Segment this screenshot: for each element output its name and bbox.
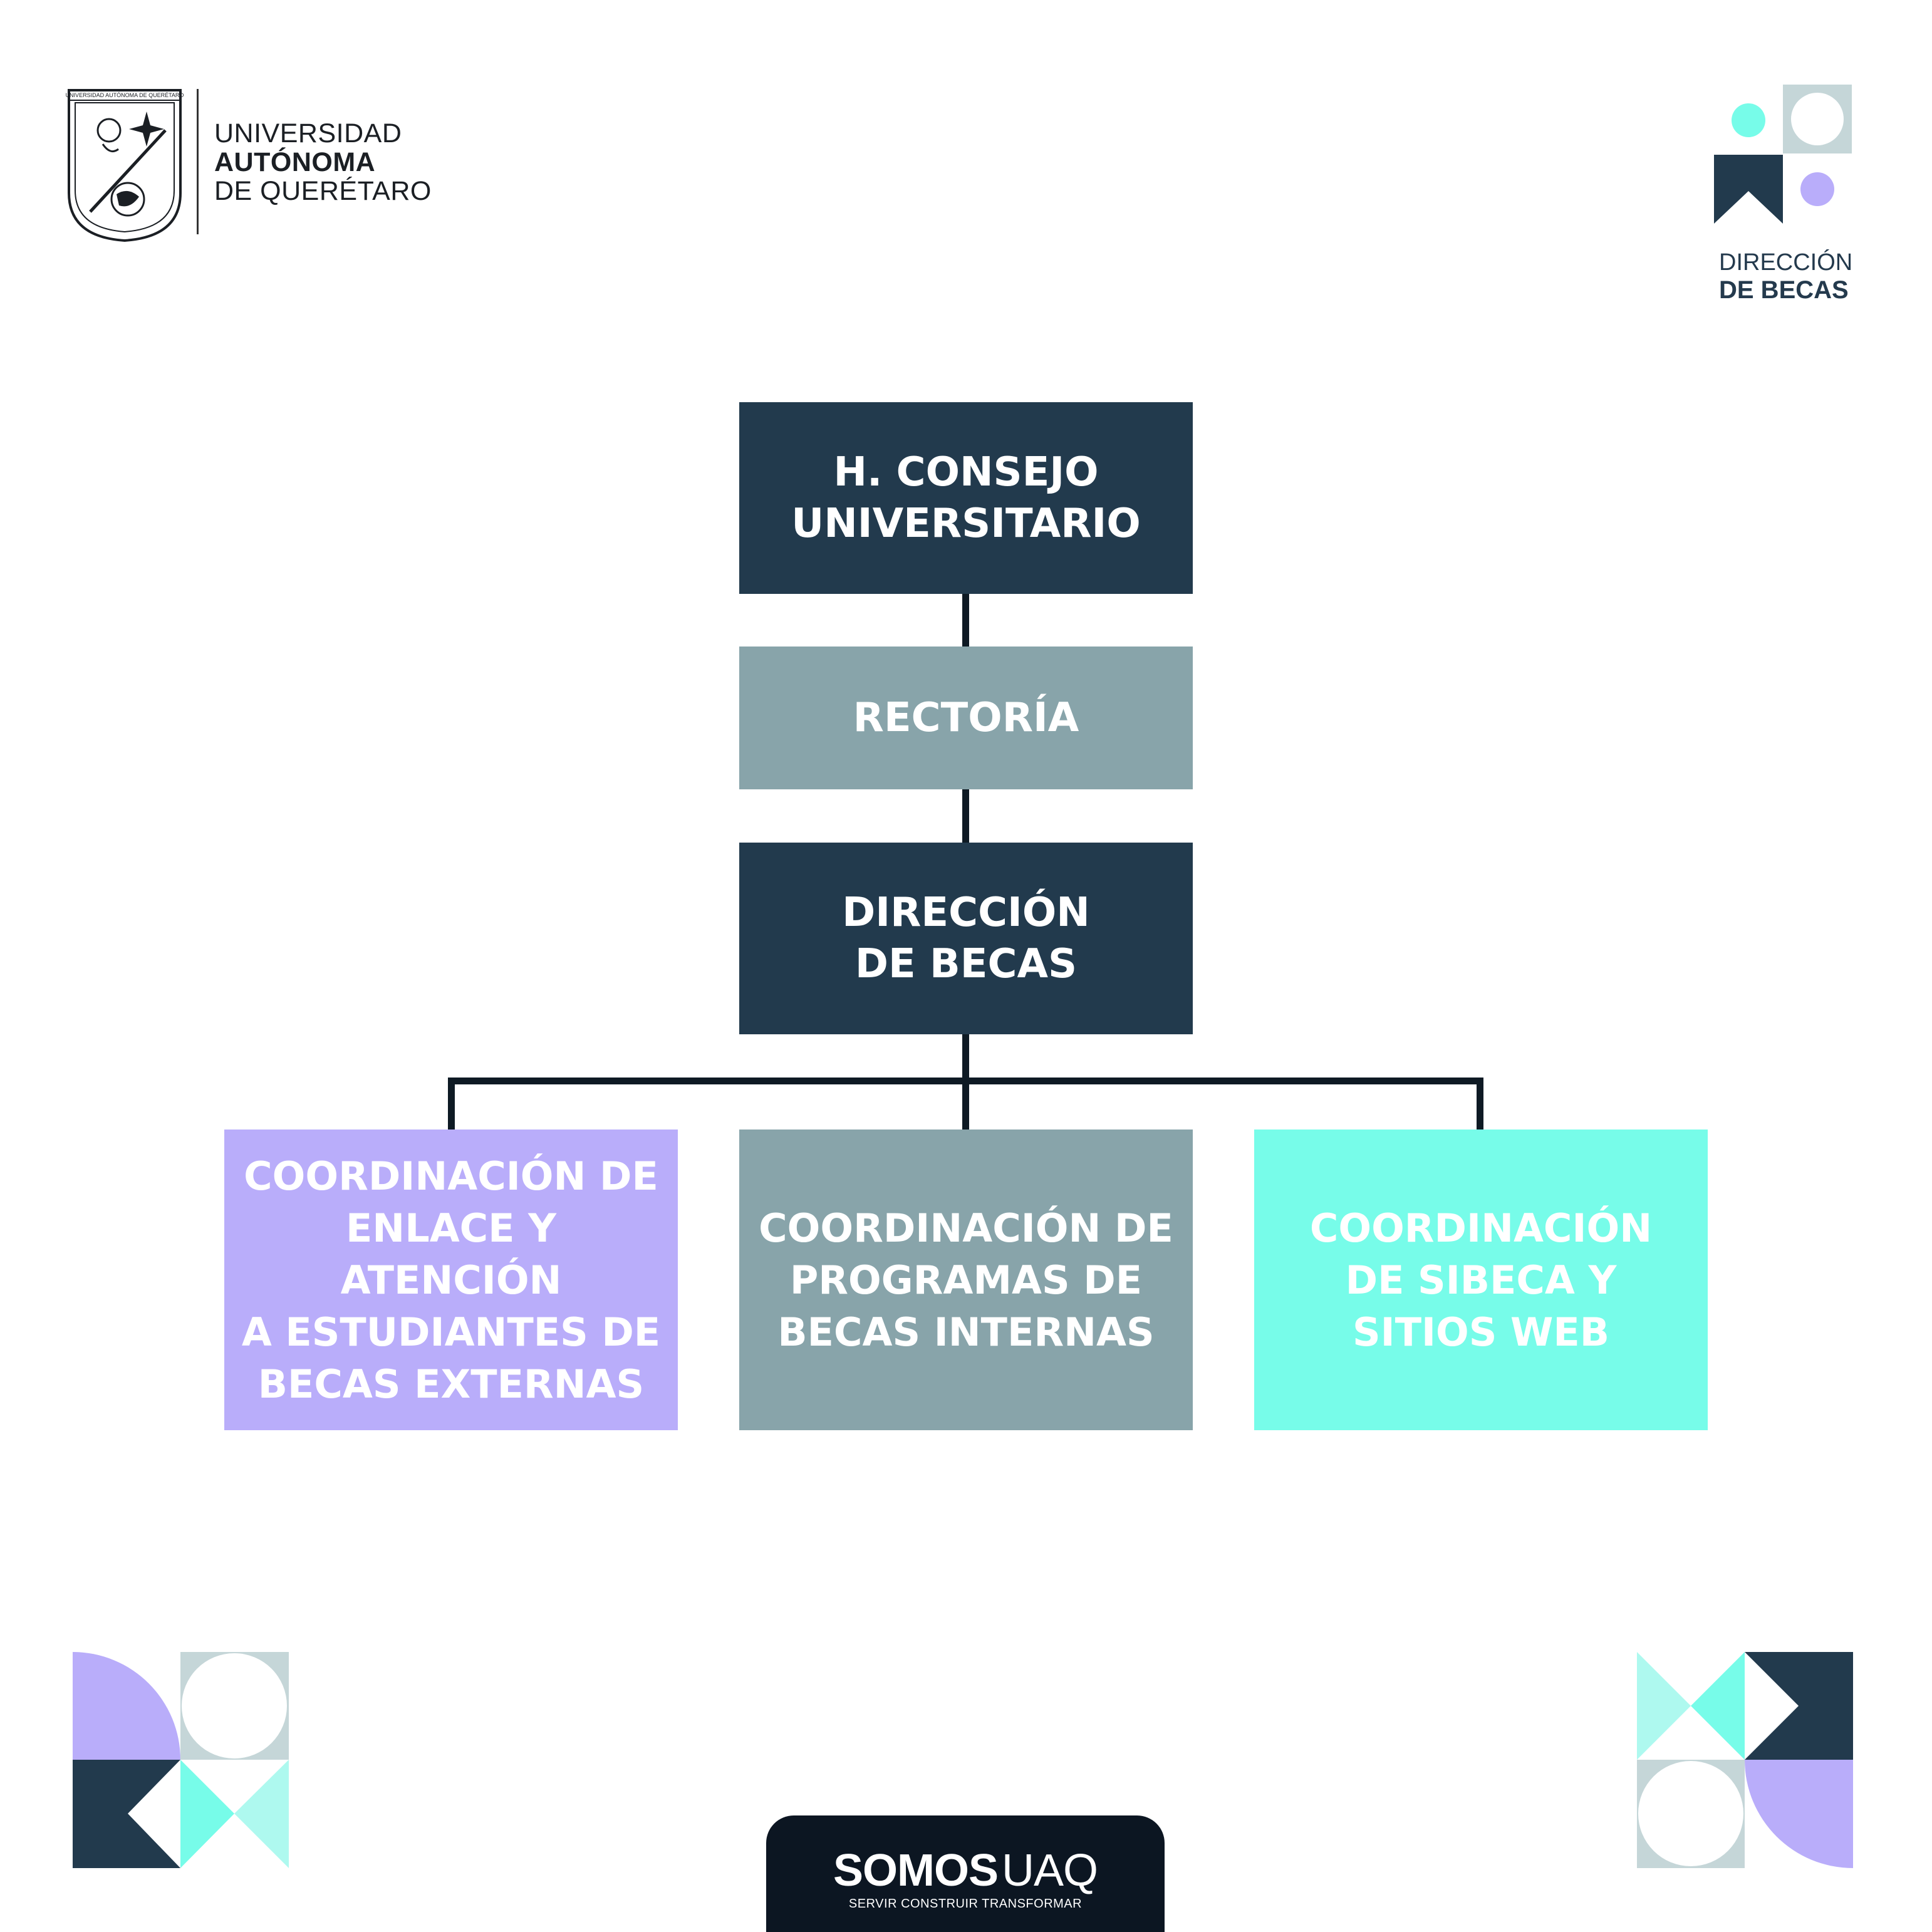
connector-left-drop (448, 1078, 455, 1130)
somos-uaq-brand: SOMOSUAQ (833, 1848, 1098, 1893)
org-box-direccion-de-becas: DIRECCIÓN DE BECAS (739, 843, 1193, 1034)
brand-bold: SOMOS (833, 1846, 999, 1896)
org-box-label: COORDINACIÓN DE ENLACE Y ATENCIÓN A ESTU… (241, 1153, 661, 1407)
connector-rectoria-direccion (962, 789, 969, 843)
becas-logo-mark-icon (1714, 85, 1852, 224)
org-box-coordinacion-programas: COORDINACIÓN DE PROGRAMAS DE BECAS INTER… (739, 1130, 1193, 1430)
becas-logo-line-2: DE BECAS (1719, 276, 1849, 304)
org-box-consejo-universitario: H. CONSEJO UNIVERSITARIO (739, 402, 1193, 594)
university-name: UNIVERSIDAD AUTÓNOMA DE QUERÉTARO (214, 119, 432, 205)
uaq-logo: UNIVERSIDAD AUTÓNOMA DE QUERÉTARO UNIVER… (65, 86, 431, 243)
brand-light: UAQ (1002, 1846, 1098, 1896)
becas-logo: DIRECCIÓN DE BECAS (1713, 85, 1857, 310)
org-box-label: COORDINACIÓN DE PROGRAMAS DE BECAS INTER… (759, 1205, 1173, 1355)
seal-top-text: UNIVERSIDAD AUTÓNOMA DE QUERÉTARO (66, 92, 184, 98)
org-box-coordinacion-enlace: COORDINACIÓN DE ENLACE Y ATENCIÓN A ESTU… (224, 1130, 678, 1430)
brand-tagline: SERVIR CONSTRUIR TRANSFORMAR (848, 1897, 1083, 1911)
somos-uaq-footer: SOMOSUAQ SERVIR CONSTRUIR TRANSFORMAR (766, 1815, 1165, 1932)
connector-consejo-rectoria (962, 594, 969, 647)
org-box-label: COORDINACIÓN DE SIBECA Y SITIOS WEB (1309, 1205, 1653, 1355)
uaq-seal-icon: UNIVERSIDAD AUTÓNOMA DE QUERÉTARO (66, 89, 184, 242)
org-box-label: RECTORÍA (853, 695, 1079, 741)
org-box-rectoria: RECTORÍA (739, 647, 1193, 789)
becas-logo-text: DIRECCIÓN DE BECAS (1719, 249, 1852, 304)
connector-right-drop (1477, 1078, 1483, 1130)
university-line-1: UNIVERSIDAD (214, 118, 402, 148)
org-box-label: DIRECCIÓN DE BECAS (842, 890, 1090, 987)
university-line-3: DE QUERÉTARO (214, 176, 432, 206)
org-box-label: H. CONSEJO UNIVERSITARIO (791, 449, 1141, 547)
university-line-2: AUTÓNOMA (214, 147, 376, 177)
connector-horizontal-bar (448, 1078, 1483, 1084)
becas-logo-line-1: DIRECCIÓN (1719, 249, 1853, 276)
decorative-tiles-right-icon (1637, 1652, 1853, 1868)
org-box-coordinacion-sibeca: COORDINACIÓN DE SIBECA Y SITIOS WEB (1254, 1130, 1708, 1430)
logo-separator (197, 89, 199, 234)
decorative-tiles-left-icon (73, 1652, 289, 1868)
